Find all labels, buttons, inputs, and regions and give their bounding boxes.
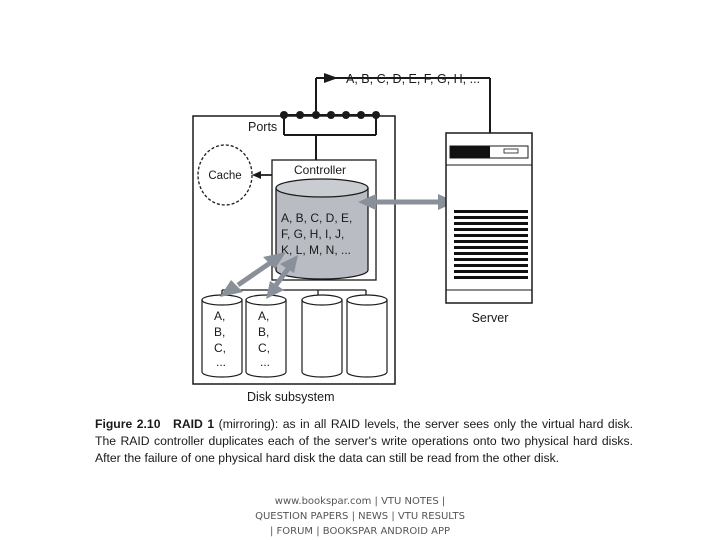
disk-line: ...: [260, 355, 270, 369]
cache-label: Cache: [208, 170, 241, 182]
port-dot: [280, 111, 288, 119]
raid1-diagram: A, B, C, D, E, F, G, H, ... Ports Cache …: [192, 72, 533, 404]
disk-line: B,: [214, 325, 225, 339]
port-dot: [372, 111, 380, 119]
physical-disk-1: [201, 294, 243, 378]
disk-line: ...: [216, 355, 226, 369]
footer-line: | FORUM | BOOKSPAR ANDROID APP: [269, 526, 451, 537]
port-dots: [280, 111, 380, 119]
virtual-disk: [275, 178, 369, 280]
server-icon: [445, 132, 533, 304]
footer-watermark: www.bookspar.com | VTU NOTES | QUESTION …: [240, 494, 480, 539]
disk-subsystem-label: Disk subsystem: [247, 390, 335, 404]
port-dot: [327, 111, 335, 119]
physical-disk-3: [301, 294, 343, 378]
footer-line: www.bookspar.com | VTU NOTES |: [274, 496, 446, 507]
left-arrow-icon: [324, 73, 338, 83]
controller-server-arrow: [358, 194, 456, 210]
virtual-disk-contents: A, B, C, D, E, F, G, H, I, J, K, L, M, N…: [281, 211, 356, 257]
figure-title: RAID 1: [173, 417, 215, 431]
figure-caption: Figure 2.10 RAID 1 (mirroring): as in al…: [95, 416, 633, 467]
data-flow-line: [315, 73, 491, 133]
port-dot: [312, 111, 320, 119]
physical-disk-2-contents: A, B, C, ...: [258, 309, 273, 369]
disk-line: A,: [214, 309, 225, 323]
mirror-arrow-disk1: [220, 252, 286, 297]
ports-label: Ports: [248, 120, 277, 134]
disk-line: C,: [214, 341, 226, 355]
port-dot: [342, 111, 350, 119]
physical-disk-1-contents: A, B, C, ...: [214, 309, 229, 369]
physical-disk-4: [346, 294, 388, 378]
port-dot: [296, 111, 304, 119]
server-label: Server: [472, 311, 509, 325]
virtual-disk-line: F, G, H, I, J,: [281, 227, 344, 241]
disk-line: A,: [258, 309, 269, 323]
controller-label: Controller: [294, 163, 346, 177]
figure-label: Figure 2.10: [95, 417, 161, 431]
figure-description: (mirroring): as in all RAID levels, the …: [95, 417, 633, 465]
footer-line: QUESTION PAPERS | NEWS | VTU RESULTS: [255, 511, 465, 522]
incoming-blocks-label: A, B, C, D, E, F, G, H, ...: [346, 72, 480, 86]
port-dot: [357, 111, 365, 119]
virtual-disk-line: A, B, C, D, E,: [281, 211, 352, 225]
disk-line: C,: [258, 341, 270, 355]
mirror-arrow-disk2: [266, 255, 298, 299]
disk-line: B,: [258, 325, 269, 339]
physical-disk-2: [245, 294, 287, 378]
virtual-disk-line: K, L, M, N, ...: [281, 243, 351, 257]
